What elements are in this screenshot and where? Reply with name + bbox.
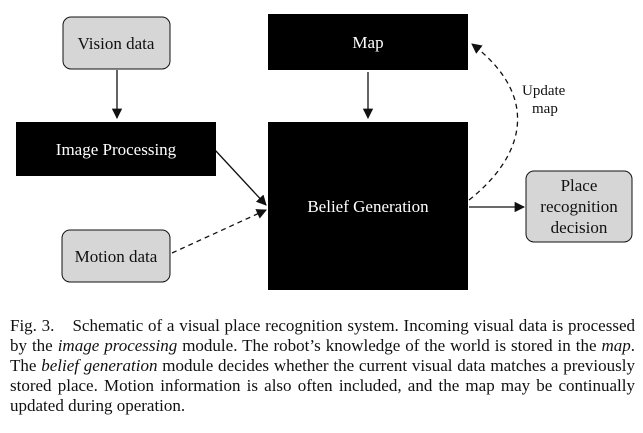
update-map-label-line2: map bbox=[532, 101, 558, 117]
caption-text-2: module. The robot’s knowledge of the wor… bbox=[177, 336, 602, 355]
node-decision-label-line1: Place bbox=[561, 176, 598, 195]
edge-image-processing-to-belief bbox=[214, 149, 267, 206]
caption-emphasis-image-processing: image processing bbox=[57, 336, 178, 355]
caption-text-1: Schematic of a visual place recognition … bbox=[10, 316, 635, 355]
node-motion-data-label: Motion data bbox=[75, 247, 158, 266]
node-decision-label-line2: recognition bbox=[540, 197, 618, 216]
caption-emphasis-map: map bbox=[601, 336, 631, 355]
diagram: Update map Vision data Image Processing … bbox=[16, 14, 633, 290]
node-belief-generation-label: Belief Generation bbox=[307, 197, 429, 216]
edge-update-map bbox=[468, 43, 519, 201]
update-map-label-line1: Update bbox=[522, 83, 566, 99]
edge-motion-to-belief bbox=[171, 209, 267, 254]
node-map-label: Map bbox=[352, 33, 383, 52]
node-belief-generation: Belief Generation bbox=[268, 122, 468, 290]
node-image-processing-label: Image Processing bbox=[56, 140, 177, 159]
node-place-recognition-decision: Place recognition decision bbox=[525, 170, 633, 243]
node-map: Map bbox=[268, 14, 468, 70]
node-decision-label-line3: decision bbox=[551, 218, 608, 237]
node-vision-data-label: Vision data bbox=[78, 34, 155, 53]
figure-caption: Fig. 3.Schematic of a visual place recog… bbox=[10, 316, 635, 416]
caption-text-3: . The bbox=[10, 336, 635, 375]
node-vision-data: Vision data bbox=[62, 16, 171, 70]
caption-text-4: module decides whether the current visua… bbox=[10, 356, 635, 415]
caption-emphasis-belief-generation: belief generation bbox=[41, 356, 158, 375]
node-image-processing: Image Processing bbox=[16, 122, 216, 176]
figure-number: Fig. 3. bbox=[10, 316, 55, 335]
node-motion-data: Motion data bbox=[61, 229, 171, 283]
